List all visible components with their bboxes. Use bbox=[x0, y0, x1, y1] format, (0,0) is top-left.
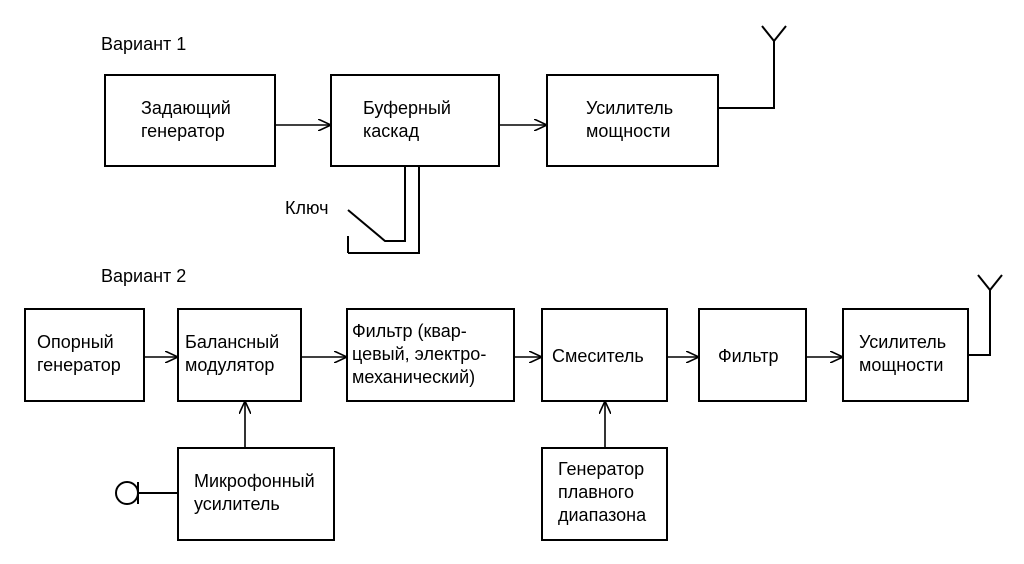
antenna-feed-v2 bbox=[968, 290, 991, 356]
variant2-title: Вариант 2 bbox=[101, 266, 187, 286]
antenna-feed-v1 bbox=[718, 41, 775, 109]
filter-box bbox=[698, 308, 807, 402]
variant1-title: Вариант 1 bbox=[101, 34, 187, 54]
balanced-modulator-label: Балансный модулятор bbox=[185, 332, 280, 375]
vfo-box bbox=[541, 447, 668, 541]
power-amplifier-label-v2: Усилитель мощности bbox=[859, 332, 947, 375]
balanced-modulator-box bbox=[177, 308, 302, 402]
antenna-icon-v2 bbox=[977, 274, 1003, 292]
buffer-stage-box bbox=[330, 74, 500, 167]
crystal-filter-label: Фильтр (квар- цевый, электро- механическ… bbox=[352, 321, 487, 387]
mixer-label: Смеситель bbox=[552, 346, 644, 366]
buffer-stage-label: Буферный каскад bbox=[363, 98, 451, 141]
power-amplifier-box-v1 bbox=[546, 74, 719, 167]
antenna-icon-v1 bbox=[761, 25, 787, 43]
reference-oscillator-box bbox=[24, 308, 145, 402]
microphone-icon bbox=[115, 481, 139, 505]
crystal-filter-box bbox=[346, 308, 515, 402]
reference-oscillator-label: Опорный генератор bbox=[37, 332, 121, 375]
power-amplifier-label-v1: Усилитель мощности bbox=[586, 98, 674, 141]
vfo-label: Генератор плавного диапазона bbox=[558, 459, 647, 525]
mic-amplifier-box bbox=[177, 447, 335, 541]
master-oscillator-label: Задающий генератор bbox=[141, 98, 231, 141]
key-wire-outer bbox=[348, 166, 420, 254]
filter-label: Фильтр bbox=[718, 346, 779, 366]
key-wire-inner bbox=[347, 166, 406, 242]
mic-amplifier-label: Микрофонный усилитель bbox=[194, 471, 315, 514]
key-label: Ключ bbox=[285, 198, 329, 218]
mixer-box bbox=[541, 308, 668, 402]
master-oscillator-box bbox=[104, 74, 276, 167]
